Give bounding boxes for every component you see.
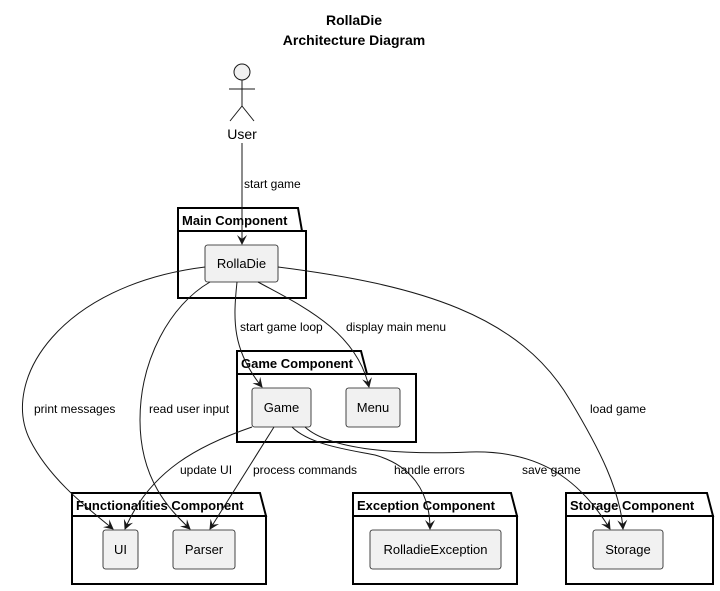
edge-label-display-main-menu: display main menu <box>346 320 446 334</box>
node-ui-label: UI <box>114 542 127 557</box>
node-game-label: Game <box>264 400 299 415</box>
diagram-subtitle: Architecture Diagram <box>283 32 425 48</box>
user-actor: User <box>227 63 257 142</box>
package-game-label: Game Component <box>241 356 354 371</box>
package-main-label: Main Component <box>182 213 288 228</box>
edge-save-game <box>304 426 611 530</box>
edge-label-print-messages: print messages <box>34 402 115 416</box>
edge-handle-errors <box>291 426 435 530</box>
edge-start-game-loop <box>234 281 263 388</box>
diagram-title: RollaDie <box>326 12 382 28</box>
node-game: Game <box>251 387 312 428</box>
package-exception-label: Exception Component <box>357 498 496 513</box>
edge-label-start-game: start game <box>244 177 301 191</box>
node-ui: UI <box>102 529 139 570</box>
node-menu-label: Menu <box>357 400 390 415</box>
actor-label: User <box>227 126 257 142</box>
edge-label-handle-errors: handle errors <box>394 463 465 477</box>
edge-label-update-ui: update UI <box>180 463 232 477</box>
node-rolladie: RollaDie <box>204 244 279 283</box>
edge-process-commands <box>209 426 275 530</box>
actor-head <box>233 63 251 81</box>
package-storage-label: Storage Component <box>570 498 695 513</box>
actor-left-leg <box>229 105 243 122</box>
edge-update-ui <box>123 426 253 530</box>
node-storage-label: Storage <box>605 542 651 557</box>
node-rolladie-label: RollaDie <box>217 256 266 271</box>
package-functionalities-label: Functionalities Component <box>76 498 244 513</box>
node-rolladie-exception: RolladieException <box>369 529 502 570</box>
node-exception-label: RolladieException <box>383 542 487 557</box>
edge-read-user-input <box>139 281 211 530</box>
edge-load-game <box>277 266 628 530</box>
edge-label-start-game-loop: start game loop <box>240 320 323 334</box>
edge-label-process-commands: process commands <box>253 463 357 477</box>
node-storage: Storage <box>592 529 664 570</box>
edge-display-main-menu <box>257 281 372 388</box>
edge-print-messages <box>22 266 206 530</box>
edge-label-load-game: load game <box>590 402 646 416</box>
node-parser-label: Parser <box>185 542 224 557</box>
node-menu: Menu <box>345 387 401 428</box>
edge-label-read-user-input: read user input <box>149 402 230 416</box>
edge-label-save-game: save game <box>522 463 581 477</box>
node-parser: Parser <box>172 529 236 570</box>
actor-right-leg <box>241 105 255 122</box>
